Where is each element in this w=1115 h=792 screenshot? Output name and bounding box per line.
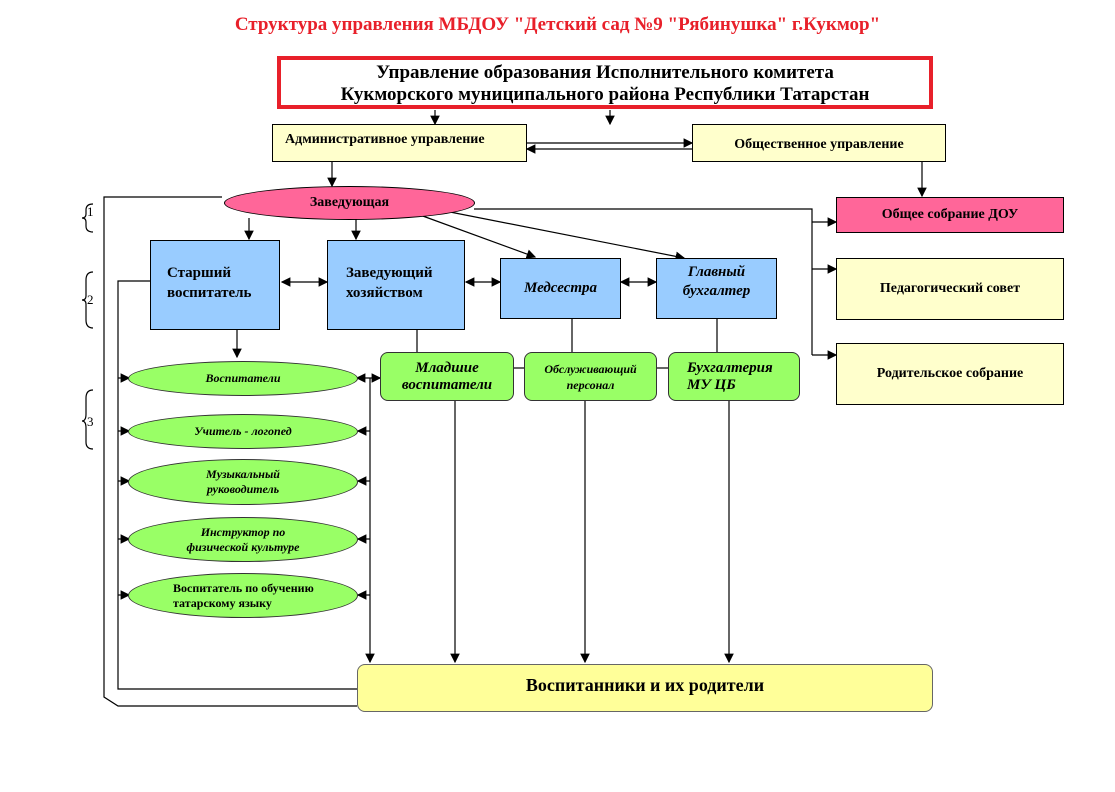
label-line: Главный <box>687 264 746 280</box>
node-tatar-teacher: Воспитатель по обучению татарскому языку <box>128 573 358 618</box>
label-line: воспитатель <box>167 285 252 301</box>
level-label-1: 1 <box>87 204 94 219</box>
node-senior-teacher: Старший воспитатель <box>150 240 280 330</box>
node-speech-therapist: Учитель - логопед <box>128 414 358 449</box>
node-supply-manager: Заведующий хозяйством <box>327 240 465 330</box>
arrow-head-nurse <box>419 214 537 259</box>
node-pe-instructor: Инструктор по физической культуре <box>128 517 358 562</box>
label-line: Обслуживающий <box>544 361 637 376</box>
label-line: Воспитатель по обучению <box>173 580 314 595</box>
label-line: Воспитатели <box>205 371 281 385</box>
label-line: МУ ЦБ <box>687 376 736 393</box>
label-line: Младшие <box>415 359 479 376</box>
node-administrative-management: Административное управление <box>272 124 527 162</box>
node-service-staff: Обслуживающий персонал <box>524 352 657 401</box>
node-education-authority: Управление образования Исполнительного к… <box>277 56 933 109</box>
node-nurse: Медсестра <box>500 258 621 319</box>
label-line: бухгалтер <box>682 283 751 299</box>
node-parent-meeting: Родительское собрание <box>836 343 1064 405</box>
label-line: Инструктор по <box>200 524 286 539</box>
label-line: Старший <box>167 265 231 281</box>
node-pedagogical-council: Педагогический совет <box>836 258 1064 320</box>
label-line: Заведующий <box>346 265 433 281</box>
node-accounting-dept: Бухгалтерия МУ ЦБ <box>668 352 800 401</box>
brace-3 <box>81 389 94 450</box>
node-pupils-and-parents: Воспитанники и их родители <box>357 664 933 712</box>
label-line: персонал <box>566 377 615 392</box>
label-line: Музыкальный <box>206 467 280 481</box>
authority-line2: Кукморского муниципального района Респуб… <box>340 84 870 105</box>
label-line: руководитель <box>206 482 280 496</box>
line-head-public-bus <box>474 208 813 355</box>
line-head-pupils <box>103 196 357 707</box>
label-line: Учитель - логопед <box>194 424 292 438</box>
label-line: татарскому языку <box>173 595 272 610</box>
level-label-3: 3 <box>87 414 94 429</box>
label-line: хозяйством <box>346 285 423 301</box>
node-junior-teachers: Младшие воспитатели <box>380 352 514 401</box>
level-label-2: 2 <box>87 292 94 307</box>
node-chief-accountant: Главный бухгалтер <box>656 258 777 319</box>
authority-line1: Управление образования Исполнительного к… <box>376 62 834 83</box>
node-head: Заведующая <box>224 186 475 220</box>
label-line: физической культуре <box>186 539 300 554</box>
node-teachers: Воспитатели <box>128 361 358 396</box>
label-line: воспитатели <box>401 376 493 393</box>
line-senior-pupils <box>117 280 357 690</box>
label-line: Бухгалтерия <box>687 359 773 376</box>
node-public-management: Общественное управление <box>692 124 946 162</box>
node-music-director: Музыкальный руководитель <box>128 459 358 505</box>
brace-1 <box>81 203 94 233</box>
page-title: Структура управления МБДОУ "Детский сад … <box>234 14 881 35</box>
brace-2 <box>81 271 94 329</box>
arrow-head-accountant <box>449 211 686 262</box>
node-general-meeting: Общее собрание ДОУ <box>836 197 1064 233</box>
